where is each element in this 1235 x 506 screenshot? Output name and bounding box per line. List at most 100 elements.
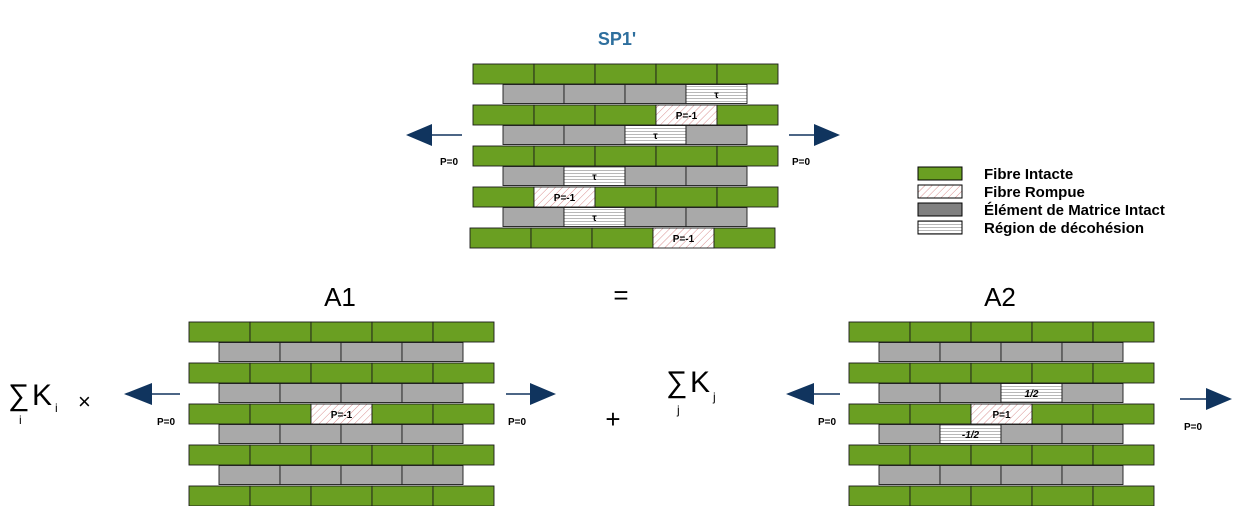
a2-element-label: 1/2: [1025, 389, 1039, 400]
a2-fiber-element: [1092, 362, 1155, 384]
a1-fiber-element: [249, 403, 312, 425]
a1-matrix-element: [340, 383, 403, 403]
a1-element-label: P=-1: [331, 410, 353, 421]
legend: Fibre Intacte Fibre Rompue Élément de Ma…: [917, 166, 1165, 237]
a1-matrix-element: [401, 342, 464, 362]
sum-j-symbol: ∑: [666, 366, 687, 399]
a2-matrix-element: [939, 342, 1002, 362]
sp1-matrix-element: [502, 125, 565, 145]
a1-matrix-element: [218, 342, 281, 362]
sp1-fiber-element: [655, 63, 718, 85]
a2-fiber-element: [848, 321, 911, 343]
a2-matrix-element: [878, 424, 941, 444]
a1-fiber-element: [188, 403, 251, 425]
a1-matrix-element: [218, 383, 281, 403]
a2-fiber-element: [1092, 485, 1155, 506]
sum-i-index: i: [19, 413, 22, 427]
a2-diagram: 1/2P=1-1/2: [848, 321, 1155, 506]
legend-label-fiber-broken: Fibre Rompue: [984, 184, 1085, 201]
a1-fiber-element: [432, 321, 495, 343]
a2-element-label: -1/2: [962, 430, 980, 441]
sp1-fiber-element: [716, 145, 779, 167]
sp1-element-label: P=-1: [673, 234, 695, 245]
a1-matrix-element: [218, 424, 281, 444]
equals-sign: =: [613, 280, 628, 310]
a2-fiber-element: [1031, 321, 1094, 343]
a2-matrix-element: [1061, 465, 1124, 485]
a2-matrix-element: [1061, 424, 1124, 444]
sum-i-symbol: ∑: [8, 379, 29, 412]
a1-matrix-element: [218, 465, 281, 485]
a1-fiber-element: [310, 444, 373, 466]
sp1-matrix-element: [685, 166, 748, 186]
a1-matrix-element: [279, 465, 342, 485]
a2-matrix-element: [1000, 342, 1063, 362]
sp1-fiber-element: [472, 104, 535, 126]
legend-swatch-debond: [917, 220, 963, 235]
legend-label-matrix-intact: Élément de Matrice Intact: [984, 202, 1165, 219]
sp1-fiber-element: [594, 145, 657, 167]
a2-matrix-element: [1000, 424, 1063, 444]
sp1-matrix-element: [563, 84, 626, 104]
a2-right-arrow: [1180, 388, 1232, 410]
sp1-fiber-element: [533, 145, 596, 167]
sp1-element-label: τ: [592, 213, 597, 224]
plus-sign: +: [605, 404, 620, 434]
sp1-matrix-element: [502, 84, 565, 104]
sp1-fiber-element: [594, 63, 657, 85]
a1-matrix-element: [401, 383, 464, 403]
a1-fiber-element: [310, 362, 373, 384]
sp1-element-label: P=-1: [554, 193, 576, 204]
a2-fiber-element: [1092, 321, 1155, 343]
sp1-fiber-element: [594, 104, 657, 126]
a2-fiber-element: [1092, 444, 1155, 466]
a2-matrix-element: [878, 383, 941, 403]
sp1-debond-region: [685, 84, 748, 104]
a2-fiber-element: [1031, 444, 1094, 466]
a1-matrix-element: [340, 342, 403, 362]
sp1-fiber-element: [533, 63, 596, 85]
legend-swatch-fiber-broken: [917, 184, 963, 199]
a2-fiber-element: [970, 321, 1033, 343]
sp1-element-label: τ: [592, 172, 597, 183]
sp1-element-label: τ: [714, 90, 719, 101]
a1-right-arrow: [506, 383, 556, 405]
a1-fiber-element: [188, 362, 251, 384]
sp1-fiber-element: [716, 186, 779, 208]
a2-matrix-element: [878, 342, 941, 362]
a1-fiber-element: [432, 403, 495, 425]
a1-fiber-element: [310, 321, 373, 343]
a2-fiber-element: [909, 362, 972, 384]
a1-fiber-element: [371, 321, 434, 343]
a1-fiber-element: [432, 444, 495, 466]
a2-left-arrow: [786, 383, 840, 405]
a2-matrix-element: [1061, 342, 1124, 362]
a1-fiber-element: [249, 444, 312, 466]
sp1-fiber-element: [716, 63, 779, 85]
a2-fiber-element: [1031, 362, 1094, 384]
a1-fiber-element: [371, 485, 434, 506]
a2-fiber-element: [970, 362, 1033, 384]
a2-matrix-element: [939, 465, 1002, 485]
a2-fiber-element: [909, 403, 972, 425]
a1-matrix-element: [401, 424, 464, 444]
a2-right-load-label: P=0: [1184, 422, 1203, 433]
a2-fiber-element: [848, 403, 911, 425]
a1-right-load-label: P=0: [508, 417, 527, 428]
a1-fiber-element: [371, 362, 434, 384]
sum-j-index: j: [676, 403, 680, 417]
sp1-matrix-element: [685, 125, 748, 145]
a2-fiber-element: [1031, 485, 1094, 506]
a2-matrix-element: [939, 383, 1002, 403]
sp1-fiber-element: [716, 104, 779, 126]
coef-k-j-subscript: j: [712, 390, 716, 404]
coef-k-i: K: [32, 379, 52, 412]
a1-fiber-element: [371, 403, 434, 425]
a1-fiber-element: [432, 362, 495, 384]
sp1-matrix-element: [624, 207, 687, 227]
sp1-fiber-element: [655, 145, 718, 167]
coef-k-j: K: [690, 366, 710, 399]
a1-matrix-element: [340, 465, 403, 485]
sum-j-term: ∑ j K j: [666, 366, 716, 417]
